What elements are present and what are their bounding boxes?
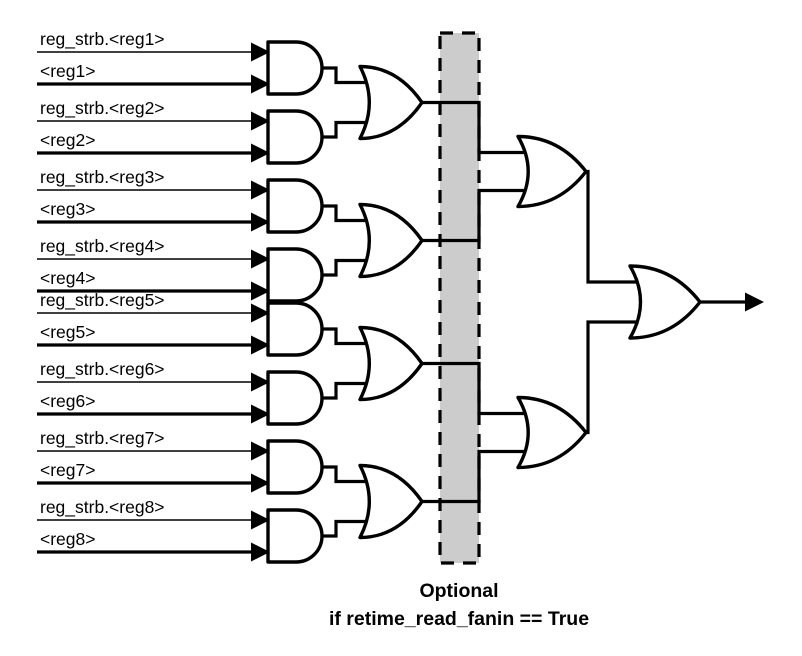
or-gate-l1-1 (358, 64, 424, 141)
strobe-label-1: reg_strb.<reg1> (40, 29, 165, 50)
and-gate-group (266, 40, 324, 564)
data-label-5: <reg5> (40, 322, 95, 342)
and-to-or-wire-4 (322, 258, 368, 277)
strobe-input-arrow-5 (251, 303, 270, 323)
or-gate-level1-group (322, 64, 424, 540)
data-input-arrow-2 (251, 143, 270, 163)
strobe-label-7: reg_strb.<reg7> (40, 428, 165, 449)
and-to-or-wire-5 (322, 327, 368, 346)
or-gate-level3-group (586, 169, 764, 435)
data-label-4: <reg4> (40, 268, 95, 288)
data-input-arrow-5 (251, 335, 270, 355)
and-to-or-wire-8 (322, 519, 368, 538)
and-gate-reg3 (266, 178, 324, 234)
and-gate-reg1 (266, 40, 324, 96)
retime-wire-3 (422, 361, 526, 416)
optional-retime-region (438, 31, 481, 565)
and-to-or-wire-3 (322, 204, 368, 223)
optional-caption-line1: Optional (419, 580, 498, 602)
data-input-arrow-8 (251, 542, 270, 562)
or-gate-l1-3 (358, 325, 424, 402)
or2-to-or3-wire-1 (586, 169, 638, 284)
or-gate-l2-1 (516, 134, 588, 209)
data-input-arrow-7 (251, 473, 270, 493)
and-gate-reg6 (266, 370, 324, 426)
strobe-input-arrow-6 (251, 372, 270, 392)
data-input-arrow-6 (251, 404, 270, 424)
optional-caption-line2: if retime_read_fanin == True (329, 608, 589, 630)
retime-wire-2 (422, 188, 526, 243)
and-to-or-wire-6 (322, 381, 368, 400)
strobe-input-arrow-8 (251, 510, 270, 530)
strobe-label-3: reg_strb.<reg3> (40, 167, 165, 188)
strobe-input-arrow-3 (251, 180, 270, 200)
data-input-arrow-4 (251, 281, 270, 301)
or-gate-l3-output (628, 264, 702, 340)
data-label-8: <reg8> (40, 529, 95, 549)
and-to-or-wire-2 (322, 120, 368, 139)
strobe-label-5: reg_strb.<reg5> (40, 290, 165, 311)
or-gate-l1-4 (358, 463, 424, 540)
or-gate-level2-group (422, 100, 588, 504)
or-gate-l2-2 (516, 395, 588, 470)
data-input-arrow-3 (251, 212, 270, 232)
strobe-label-4: reg_strb.<reg4> (40, 236, 165, 257)
data-label-7: <reg7> (40, 460, 95, 480)
strobe-input-arrow-7 (251, 441, 270, 461)
and-gate-reg4 (266, 247, 324, 303)
data-label-3: <reg3> (40, 199, 95, 219)
data-label-6: <reg6> (40, 391, 95, 411)
or2-to-or3-wire-2 (586, 320, 638, 435)
data-label-2: <reg2> (40, 130, 95, 150)
strobe-input-arrow-2 (251, 111, 270, 131)
input-signal-group (37, 42, 270, 562)
data-input-arrow-1 (251, 74, 270, 94)
and-gate-reg2 (266, 109, 324, 165)
and-gate-reg8 (266, 508, 324, 564)
and-to-or-wire-7 (322, 465, 368, 484)
data-label-1: <reg1> (40, 61, 95, 81)
signal-label-group: reg_strb.<reg1> <reg1> reg_strb.<reg2> <reg… (40, 29, 165, 549)
and-gate-reg7 (266, 439, 324, 495)
and-gate-reg5 (266, 301, 324, 357)
strobe-label-6: reg_strb.<reg6> (40, 359, 165, 380)
or-gate-l1-2 (358, 202, 424, 279)
retime-wire-1 (422, 100, 526, 155)
retime-wire-4 (422, 449, 526, 504)
output-arrow (745, 292, 764, 312)
strobe-label-8: reg_strb.<reg8> (40, 497, 165, 518)
strobe-label-2: reg_strb.<reg2> (40, 98, 165, 119)
strobe-input-arrow-1 (251, 42, 270, 62)
and-to-or-wire-1 (322, 66, 368, 85)
strobe-input-arrow-4 (251, 249, 270, 269)
